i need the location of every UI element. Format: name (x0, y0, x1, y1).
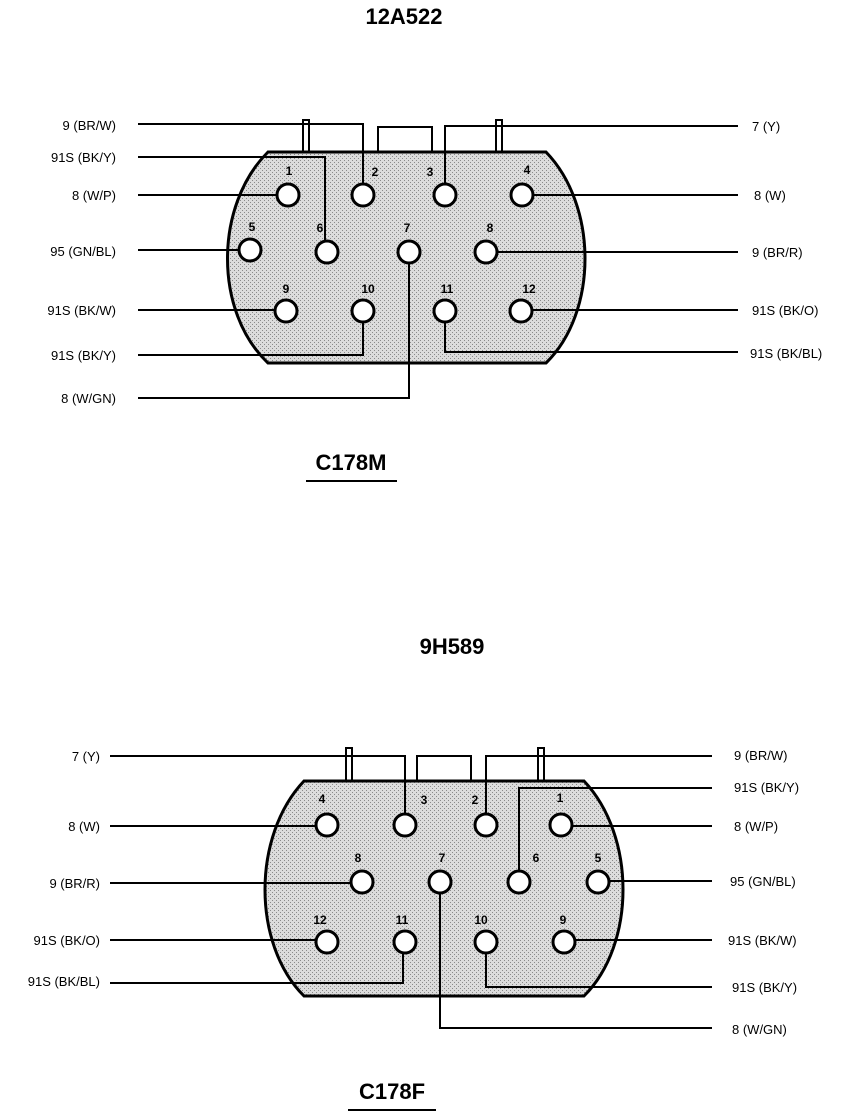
wire-label-pin-5: 95 (GN/BL) (730, 874, 796, 889)
pin-3 (392, 812, 418, 838)
wire-label-pin-2: 9 (BR/W) (63, 118, 116, 133)
pin-number-7: 7 (404, 221, 411, 235)
pin-number-4: 4 (319, 792, 326, 806)
pin-number-2: 2 (372, 165, 379, 179)
pin-number-6: 6 (533, 851, 540, 865)
pin-5 (585, 869, 611, 895)
pin-number-11: 11 (441, 282, 454, 296)
part-number-9h589: 9H589 (420, 634, 485, 659)
wire-label-pin-3: 7 (Y) (72, 749, 100, 764)
pin-8 (473, 239, 499, 265)
wire-label-pin-9: 91S (BK/W) (47, 303, 116, 318)
pin-12 (508, 298, 534, 324)
pin-1 (548, 812, 574, 838)
pin-number-12: 12 (522, 282, 536, 296)
pin-number-6: 6 (317, 221, 324, 235)
wire-label-pin-11: 91S (BK/BL) (750, 346, 822, 361)
wires (138, 123, 738, 399)
wire-label-pin-10: 91S (BK/Y) (732, 980, 797, 995)
pin-number-8: 8 (355, 851, 362, 865)
pin-numbers: 1 2 3 4 5 6 7 8 9 10 11 12 (249, 163, 536, 296)
wire-label-pin-1: 8 (W/P) (72, 188, 116, 203)
pin-6 (506, 869, 532, 895)
pin-9 (273, 298, 299, 324)
pin-number-5: 5 (249, 220, 256, 234)
pin-number-8: 8 (487, 221, 494, 235)
locking-tab (377, 126, 433, 153)
wire-label-pin-11: 91S (BK/BL) (28, 974, 100, 989)
part-number-12a522: 12A522 (365, 4, 442, 29)
wires (110, 755, 712, 1029)
wire-labels: 7 (Y) 8 (W) 9 (BR/R) 91S (BK/O) 91S (BK/… (28, 748, 799, 1037)
pin-11 (432, 298, 458, 324)
pin-11 (392, 929, 418, 955)
pin-number-1: 1 (557, 791, 564, 805)
wire-label-pin-6: 91S (BK/Y) (51, 150, 116, 165)
pin-7 (396, 239, 422, 265)
connector-id-c178m: C178M (316, 450, 387, 475)
post-left (345, 747, 353, 783)
wire-labels: 9 (BR/W) 91S (BK/Y) 8 (W/P) 95 (GN/BL) 9… (47, 118, 822, 406)
wire-label-pin-9: 91S (BK/W) (728, 933, 797, 948)
pin-7 (427, 869, 453, 895)
pin-10 (473, 929, 499, 955)
pin-number-3: 3 (421, 793, 428, 807)
pin-number-10: 10 (361, 282, 375, 296)
pin-number-1: 1 (286, 164, 293, 178)
pin-number-3: 3 (427, 165, 434, 179)
pin-2 (473, 812, 499, 838)
pin-2 (350, 182, 376, 208)
wire-label-pin-12: 91S (BK/O) (34, 933, 100, 948)
pin-3 (432, 182, 458, 208)
pin-12 (314, 929, 340, 955)
pin-number-12: 12 (313, 913, 327, 927)
locking-tab (416, 755, 472, 782)
pin-number-7: 7 (439, 851, 446, 865)
pin-number-4: 4 (524, 163, 531, 177)
pin-number-5: 5 (595, 851, 602, 865)
post-right (537, 747, 545, 783)
pin-10 (350, 298, 376, 324)
connector-id-c178f: C178F (359, 1079, 425, 1104)
pin-9 (551, 929, 577, 955)
pins (237, 182, 535, 324)
wire-label-pin-12: 91S (BK/O) (752, 303, 818, 318)
pin-number-9: 9 (560, 913, 567, 927)
wire-label-pin-5: 95 (GN/BL) (50, 244, 116, 259)
pin-8 (349, 869, 375, 895)
wire-label-pin-4: 8 (W) (754, 188, 786, 203)
connector-c178f: 9H589 (28, 634, 799, 1111)
wire-label-pin-3: 7 (Y) (752, 119, 780, 134)
wire-label-pin-4: 8 (W) (68, 819, 100, 834)
wire-label-pin-7: 8 (W/GN) (61, 391, 116, 406)
post-right (495, 119, 503, 153)
wire-label-pin-7: 8 (W/GN) (732, 1022, 787, 1037)
pins (314, 812, 611, 955)
pin-numbers: 4 3 2 1 8 7 6 5 12 11 10 9 (313, 791, 601, 927)
wire-label-pin-6: 91S (BK/Y) (734, 780, 799, 795)
pin-number-10: 10 (474, 913, 488, 927)
pin-4 (509, 182, 535, 208)
pin-1 (275, 182, 301, 208)
wire-label-pin-8: 9 (BR/R) (752, 245, 803, 260)
wire-label-pin-2: 9 (BR/W) (734, 748, 787, 763)
pin-number-2: 2 (472, 793, 479, 807)
pin-4 (314, 812, 340, 838)
connector-c178m: 12A522 (47, 4, 822, 482)
pin-6 (314, 239, 340, 265)
wire-label-pin-1: 8 (W/P) (734, 819, 778, 834)
wire-label-pin-10: 91S (BK/Y) (51, 348, 116, 363)
pin-number-9: 9 (283, 282, 290, 296)
pin-5 (237, 237, 263, 263)
pin-number-11: 11 (396, 913, 409, 927)
wire-label-pin-8: 9 (BR/R) (49, 876, 100, 891)
